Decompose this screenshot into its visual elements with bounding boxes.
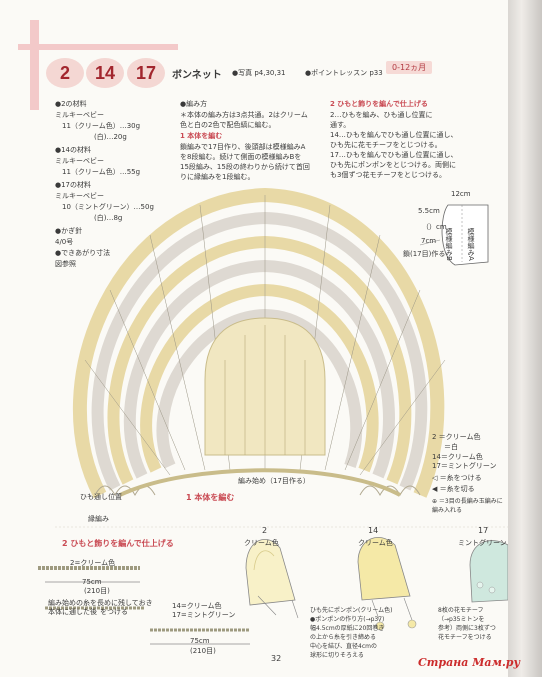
product-color: ミントグリーン <box>458 539 507 547</box>
dim-mid: （）cm <box>422 223 447 231</box>
product-number: 14 <box>368 526 379 535</box>
book-page: 2 14 17 ボンネット ●写真 p4,30,31 ●ポイントレッスン p33… <box>0 0 508 677</box>
material-line: 11（クリーム色）…55g <box>62 168 141 176</box>
material-line: ●かぎ針 <box>55 227 83 235</box>
step1-line: 鎖編みで17目作り、後頭部は模様編みA <box>180 143 306 151</box>
material-line: ミルキーベビー <box>55 192 104 200</box>
instructions-line: ＊本体の編み方は3点共通。2はクリーム <box>180 111 308 119</box>
legend-item: ＝白 <box>444 443 458 451</box>
material-line: ●2の材料 <box>55 100 87 108</box>
bonnet-2-illustration <box>245 539 299 619</box>
cord2-label: 14=クリーム色 <box>172 602 222 610</box>
cord1-label: 2=クリーム色 <box>70 559 116 567</box>
dim-base: 鎖(17目)作る <box>403 250 446 258</box>
product-number: 2 <box>262 526 268 535</box>
step2-line: も3個ずつ花モチーフをとじつける。 <box>330 171 447 179</box>
bonnet-14-illustration <box>357 537 417 631</box>
pink-accent-horizontal <box>18 44 178 50</box>
site-watermark: Страна Мам.ру <box>418 656 521 669</box>
start-label: 編み始め（17目作る） <box>238 477 310 485</box>
material-line: (白)…8g <box>94 214 123 222</box>
pattern-number-14: 14 <box>86 58 124 88</box>
material-line: ミルキーベビー <box>55 111 104 119</box>
crochet-chart-drawing <box>38 187 508 645</box>
product-color: クリーム色 <box>358 539 393 547</box>
step2-line: 通す。 <box>330 121 351 129</box>
legend-item: ◀ ＝糸を切る <box>432 485 475 493</box>
cord-note: をつける <box>100 608 128 616</box>
material-line: ●17の材料 <box>55 181 92 189</box>
pattern-a-label: 模様編みA <box>467 228 475 261</box>
age-badge: 0-12ヵ月 <box>386 61 433 74</box>
legend-item: 2 ＝クリーム色 <box>432 433 481 441</box>
legend-item: ◁ ＝糸をつける <box>432 474 482 482</box>
material-line: 4/0号 <box>55 238 74 246</box>
legend-item: 14＝クリーム色 <box>432 453 483 461</box>
pompom-note: ●ポンポンの作り方(→p37) <box>310 616 385 623</box>
bonnet-17-illustration <box>469 540 508 603</box>
pompom-note: ひも先にポンポン(クリーム色) <box>310 607 393 614</box>
legend-item: ⊕ ＝3目の長編み玉編みに編み入れる <box>432 498 503 514</box>
cord1-length: 75cm <box>82 578 102 586</box>
step2-line: ひも先に花モチーフをとじつける。 <box>330 141 442 149</box>
photo-reference: ●写真 p4,30,31 <box>232 69 286 77</box>
point-lesson-reference: ●ポイントレッスン p33 <box>305 69 383 77</box>
pattern-number-17: 17 <box>127 58 165 88</box>
instructions-line: 色と白の2色で配色縞に編む。 <box>180 121 276 129</box>
cord2-length: 75cm <box>190 637 210 645</box>
pompom-note: 球形に切りそろえる <box>310 652 364 659</box>
pompom-note: 幅4.5cmの厚紙に20回巻き <box>310 625 385 632</box>
step1-line: を8段編む。続けて側面の模様編みBを <box>180 153 302 161</box>
cord2-label: 17=ミントグリーン <box>172 611 236 619</box>
back-panel-lines <box>224 325 306 455</box>
material-line: (白)…20g <box>94 133 127 141</box>
dim-bottom: 7cm <box>421 237 437 245</box>
cord-note: 編み始めの糸を長めに残しておき <box>48 599 153 607</box>
product-color: クリーム色 <box>244 539 279 547</box>
flower-note: 参考）両側に3枚ずつ <box>438 625 496 632</box>
cord-note: 本体に通した後 <box>48 608 97 616</box>
instructions-head: ●編み方 <box>180 100 208 108</box>
pompom-note: の上から糸を引き締める <box>310 634 377 641</box>
step1-title: 1 本体を編む <box>180 132 223 140</box>
pattern-number-2: 2 <box>46 58 84 88</box>
step2-line: 2…ひもを編み、ひも通し位置に <box>330 111 433 119</box>
material-line: 10（ミントグリーン）…50g <box>62 203 154 211</box>
diagram-title: 1 本体を編む <box>186 493 235 502</box>
pattern-b-label: 模様編みB <box>445 228 453 261</box>
flower-note: 8枚の花モチーフ <box>438 607 484 614</box>
tie-label: ひも通し位置 <box>80 493 122 501</box>
dim-top: 12cm <box>451 190 471 198</box>
pompom-note: 中心を結び、直径4cmの <box>310 643 377 650</box>
material-line: 図参照 <box>55 260 76 268</box>
cord1-chain: (210目) <box>84 587 110 595</box>
page-number: 32 <box>271 654 282 663</box>
step2-line: ひも先にポンポンをとじつける。両側に <box>330 161 456 169</box>
pink-accent-vertical <box>30 20 39 110</box>
section2-title: 2 ひもと飾りを編んで仕上げる <box>62 539 174 548</box>
step2-line: 14…ひもを編んでひも通し位置に通し、 <box>330 131 458 139</box>
material-line: ミルキーベビー <box>55 157 104 165</box>
book-spine <box>508 0 542 677</box>
material-line: ●14の材料 <box>55 146 92 154</box>
flower-note: 花モチーフをつける <box>438 634 492 641</box>
step2-title: 2 ひもと飾りを編んで仕上げる <box>330 100 428 108</box>
flower-note: （→p35ミトンを <box>438 616 485 623</box>
step2-line: 17…ひもを編んでひも通し位置に通し、 <box>330 151 458 159</box>
legend-item: 17＝ミントグリーン <box>432 462 497 470</box>
step1-line: 15段編み、15段の終わりから続けて首回 <box>180 163 310 171</box>
edge-label: 縁編み <box>88 515 109 523</box>
dim-left: 5.5cm <box>418 207 440 215</box>
step1-line: りに縁編みを1段編む。 <box>180 173 255 181</box>
cord2-chain: (210目) <box>190 647 216 655</box>
material-line: 11（クリーム色）…30g <box>62 122 141 130</box>
pattern-title: ボンネット <box>172 70 222 81</box>
product-number: 17 <box>478 526 489 535</box>
material-line: ●できあがり寸法 <box>55 249 111 257</box>
